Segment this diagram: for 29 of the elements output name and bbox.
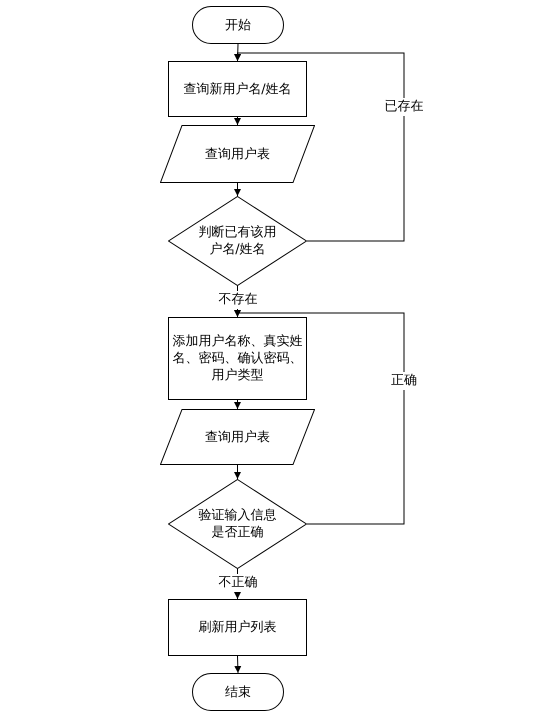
process-box: [168, 599, 307, 656]
arrow: [234, 182, 241, 196]
step-text: 判断已有该用户名/姓名: [198, 224, 278, 258]
step-text: 验证输入信息是否正确: [198, 507, 278, 541]
arrow: [234, 656, 242, 674]
arrow: [234, 52, 404, 242]
step-text: 结束: [224, 684, 252, 700]
arrow: [234, 310, 404, 524]
edge-label: 正确: [390, 372, 418, 390]
step-text: 查询新用户名/姓名: [182, 80, 293, 98]
terminal-shape: [192, 6, 284, 44]
edge-label: 不正确: [218, 574, 258, 592]
data-parallelogram: [160, 125, 315, 183]
data-parallelogram: [160, 409, 315, 465]
process-box: [168, 317, 307, 400]
arrow: [234, 116, 241, 126]
step-text: 查询用户表: [204, 146, 271, 162]
step-text: 刷新用户列表: [198, 619, 278, 636]
arrow: [234, 464, 241, 480]
step-text: 添加用户名称、真实姓名、密码、确认密码、用户类型: [172, 333, 304, 384]
edge-label: 不存在: [218, 291, 258, 309]
terminal-shape: [192, 673, 284, 711]
edge-label: 已存在: [384, 98, 424, 116]
process-box: [168, 61, 307, 117]
arrow: [234, 400, 241, 410]
decision-diamond: [168, 479, 307, 569]
step-text: 查询用户表: [204, 428, 271, 446]
step-text: 开始: [224, 16, 252, 34]
decision-diamond: [168, 196, 307, 286]
